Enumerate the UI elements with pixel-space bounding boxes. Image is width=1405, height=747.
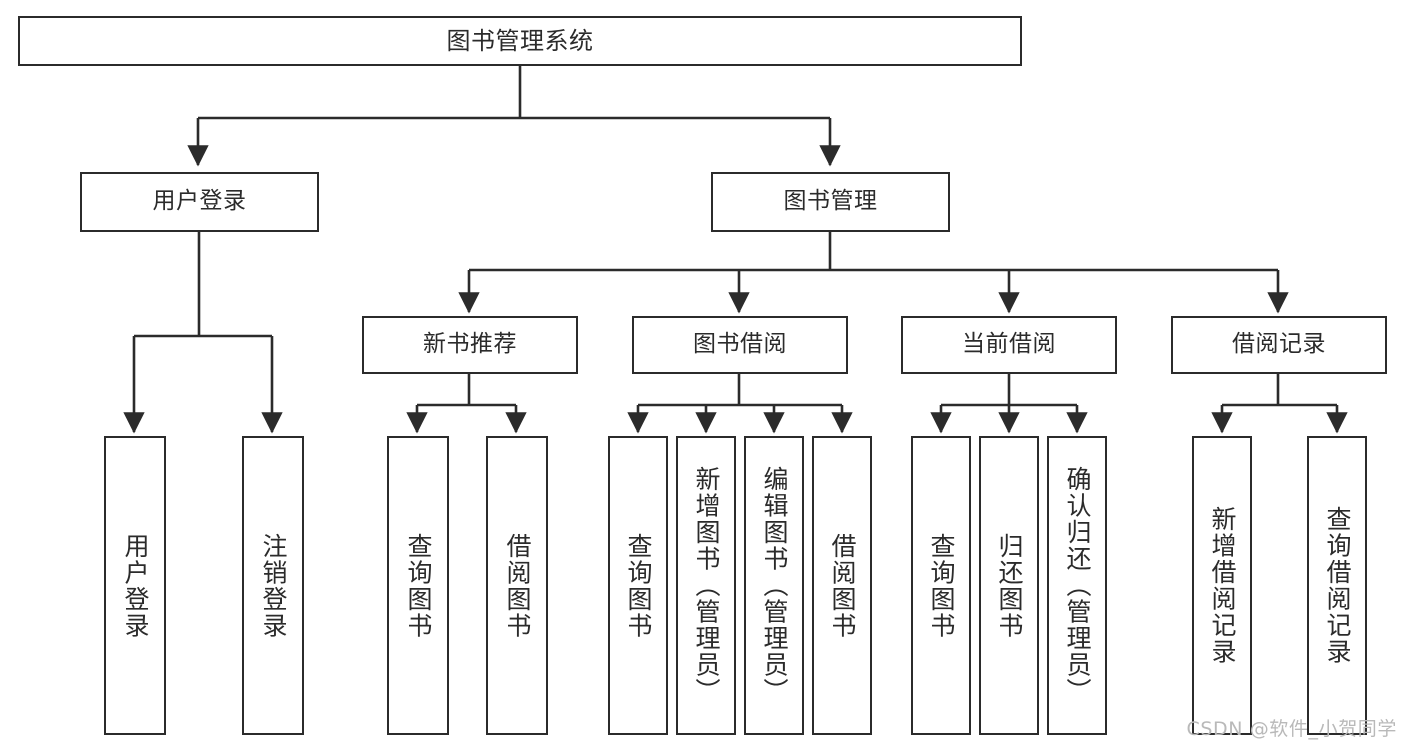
leaf-return-book[interactable]: 归还图书 xyxy=(979,436,1039,735)
node-borrow-record[interactable]: 借阅记录 xyxy=(1171,316,1387,374)
leaf-query-borrow-record[interactable]: 查询借阅记录 xyxy=(1307,436,1367,735)
node-label: 注销登录 xyxy=(259,532,288,639)
node-label: 借阅图书 xyxy=(503,532,532,639)
leaf-add-book-admin[interactable]: 新增图书（管理员） xyxy=(676,436,736,735)
node-label: 图书借阅 xyxy=(693,331,787,358)
leaf-query-book-current[interactable]: 查询图书 xyxy=(911,436,971,735)
node-label: 新增图书（管理员） xyxy=(692,466,721,705)
leaf-borrow-book-borrow[interactable]: 借阅图书 xyxy=(812,436,872,735)
node-label: 编辑图书（管理员） xyxy=(760,466,789,705)
node-label: 借阅图书 xyxy=(828,532,857,639)
node-label: 用户登录 xyxy=(121,532,150,639)
csdn-watermark: CSDN @软件_小贺同学 xyxy=(1186,718,1397,740)
node-label: 确认归还（管理员） xyxy=(1063,466,1092,705)
node-book-borrow[interactable]: 图书借阅 xyxy=(632,316,848,374)
leaf-query-book-borrow[interactable]: 查询图书 xyxy=(608,436,668,735)
node-label: 图书管理 xyxy=(783,188,878,215)
node-user-login[interactable]: 用户登录 xyxy=(80,172,319,232)
leaf-logout-login[interactable]: 注销登录 xyxy=(242,436,304,735)
node-label: 图书管理系统 xyxy=(446,26,594,55)
node-label: 新书推荐 xyxy=(423,331,517,358)
node-current-borrow[interactable]: 当前借阅 xyxy=(901,316,1117,374)
leaf-add-borrow-record[interactable]: 新增借阅记录 xyxy=(1192,436,1252,735)
leaf-confirm-return-admin[interactable]: 确认归还（管理员） xyxy=(1047,436,1107,735)
leaf-borrow-book-recommend[interactable]: 借阅图书 xyxy=(486,436,548,735)
node-label: 查询借阅记录 xyxy=(1323,506,1352,665)
node-label: 用户登录 xyxy=(152,188,247,215)
leaf-user-login[interactable]: 用户登录 xyxy=(104,436,166,735)
node-label: 当前借阅 xyxy=(962,331,1056,358)
node-label: 借阅记录 xyxy=(1232,331,1326,358)
leaf-query-book-recommend[interactable]: 查询图书 xyxy=(387,436,449,735)
node-label: 归还图书 xyxy=(995,532,1024,639)
node-root-book-management-system[interactable]: 图书管理系统 xyxy=(18,16,1022,66)
node-new-book-recommend[interactable]: 新书推荐 xyxy=(362,316,578,374)
node-label: 查询图书 xyxy=(404,532,433,639)
node-label: 新增借阅记录 xyxy=(1208,506,1237,665)
node-label: 查询图书 xyxy=(927,532,956,639)
node-label: 查询图书 xyxy=(624,532,653,639)
node-book-management[interactable]: 图书管理 xyxy=(711,172,950,232)
leaf-edit-book-admin[interactable]: 编辑图书（管理员） xyxy=(744,436,804,735)
